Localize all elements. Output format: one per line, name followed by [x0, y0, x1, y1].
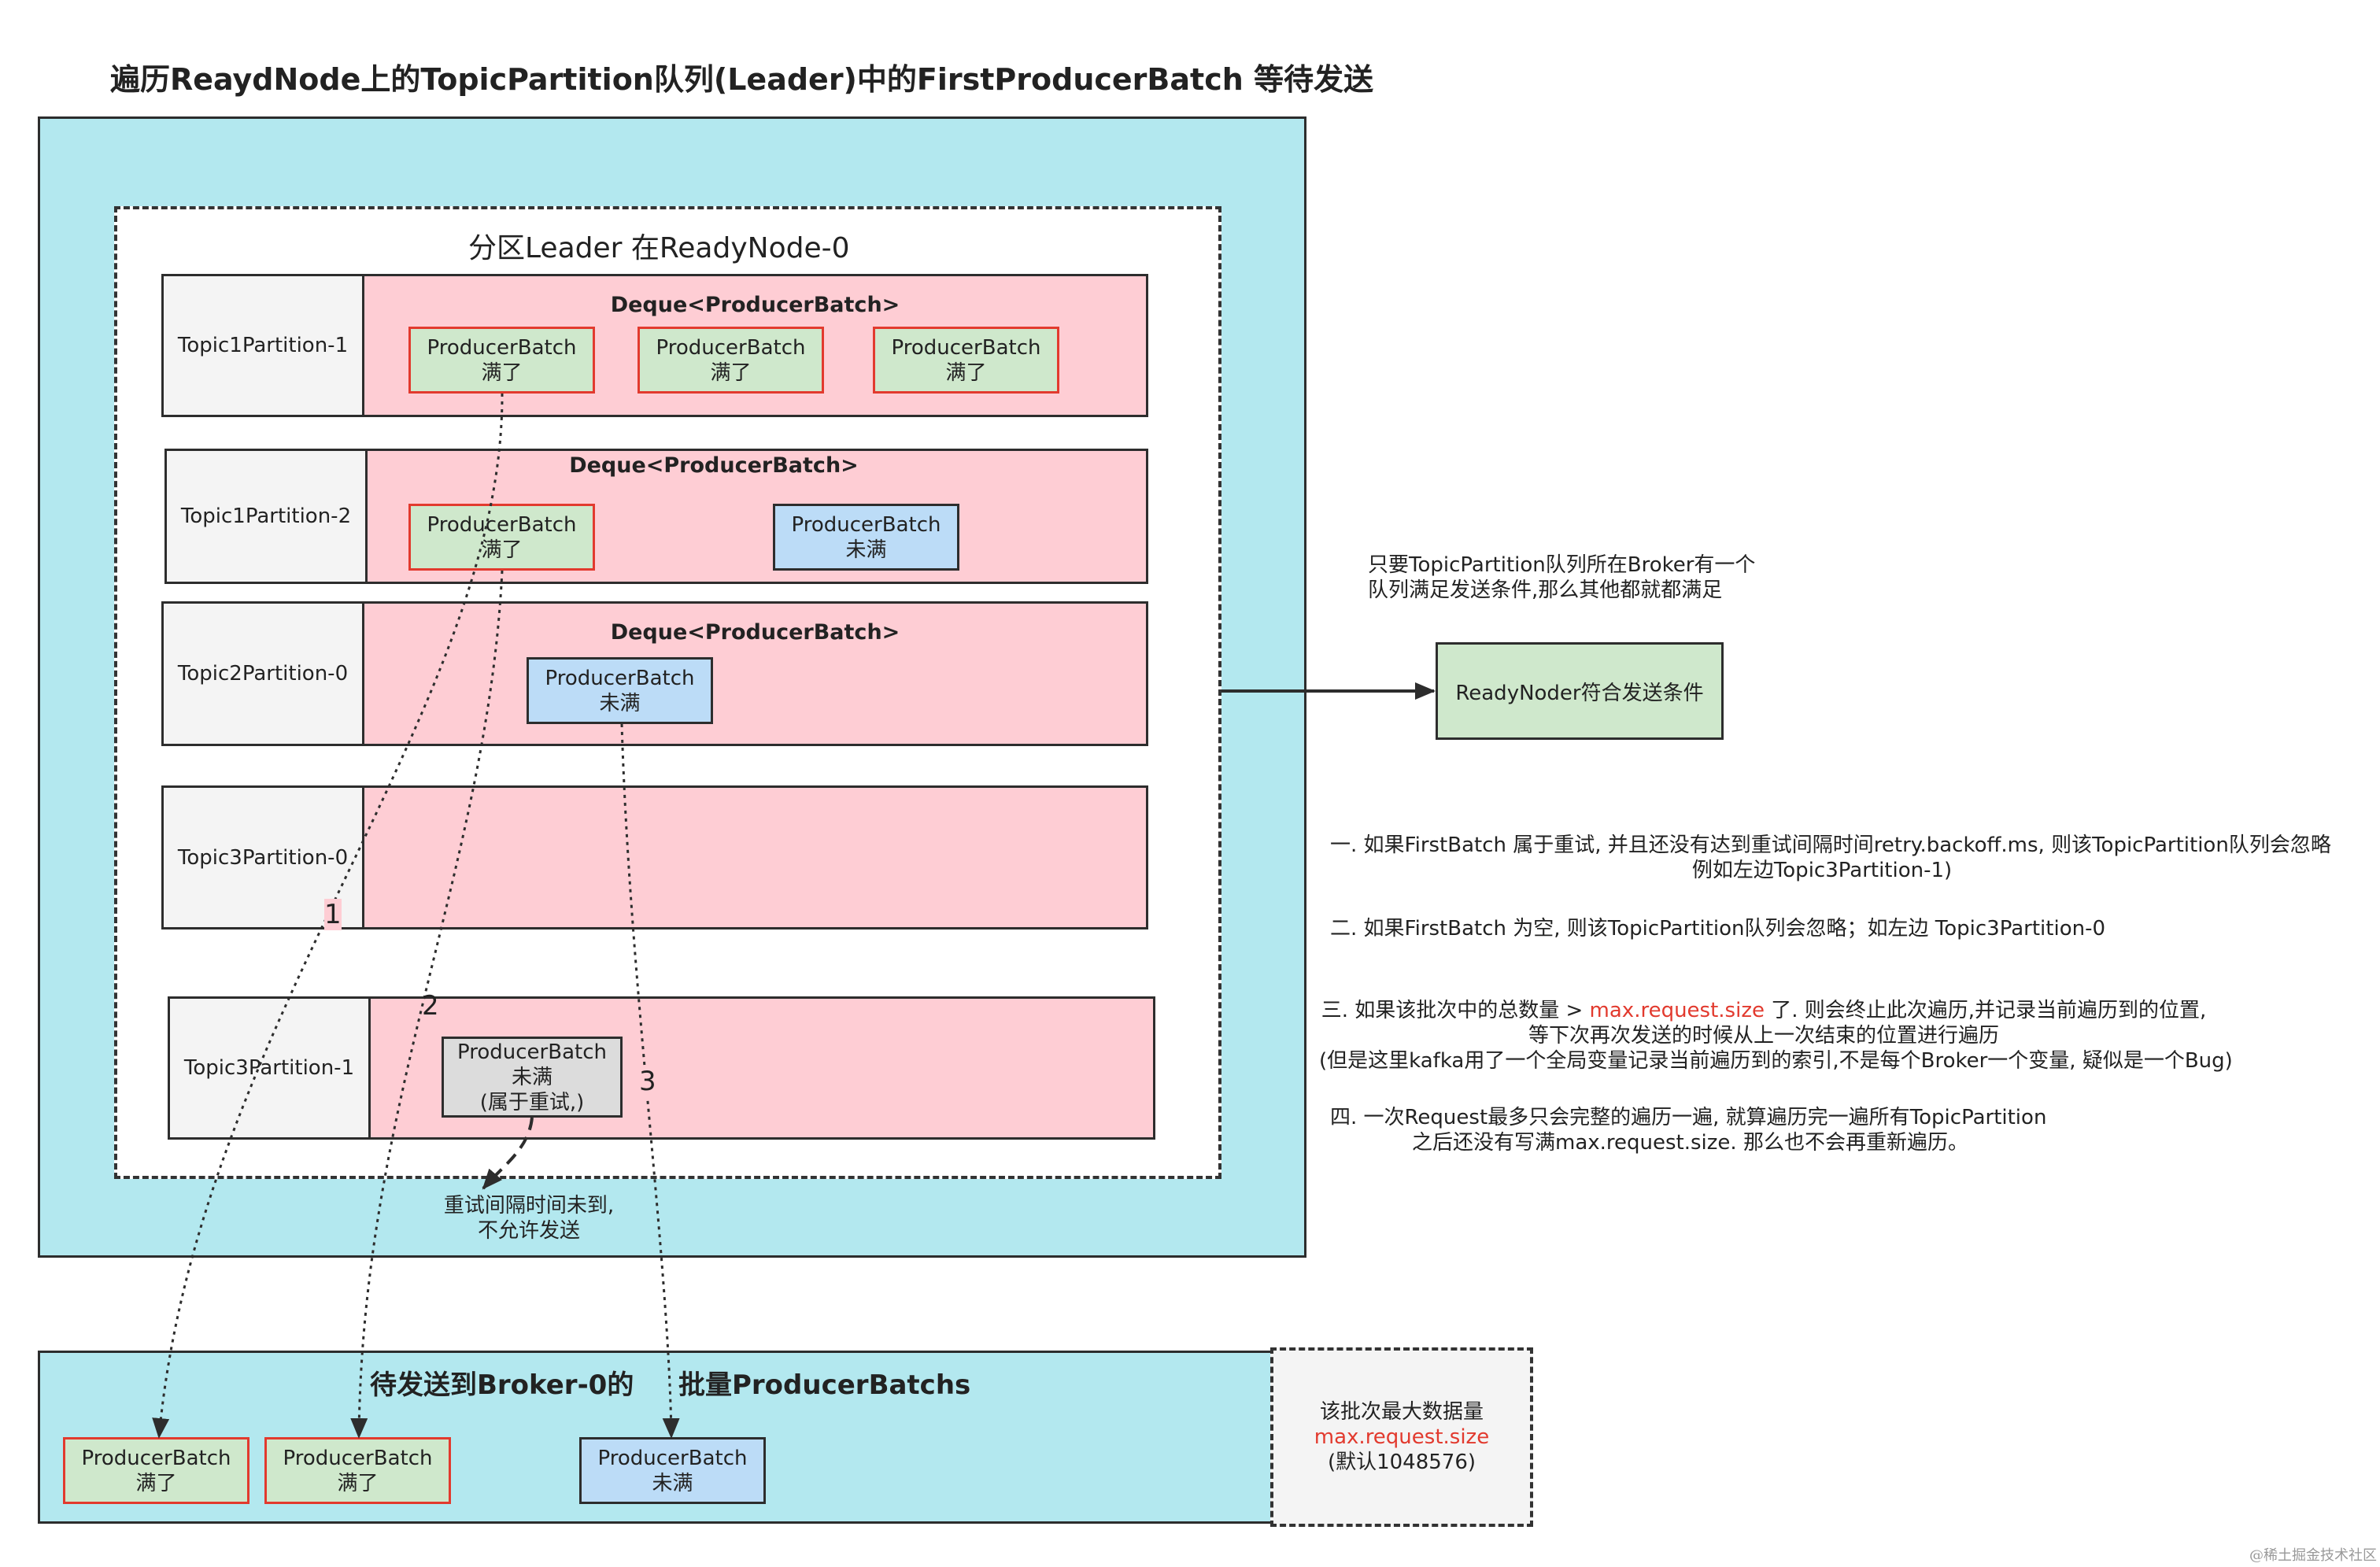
- path-number-1: 1: [324, 899, 342, 930]
- producer-batch-full: ProducerBatch 满了: [638, 327, 824, 394]
- path-number-3: 3: [639, 1066, 656, 1097]
- batch-name: ProducerBatch: [81, 1446, 231, 1470]
- partition-label: Topic3Partition-1: [168, 996, 371, 1140]
- partition-leader-title: 分区Leader 在ReadyNode-0: [468, 232, 850, 264]
- retry-note-line1: 重试间隔时间未到,: [443, 1194, 615, 1218]
- path-number-2: 2: [422, 990, 439, 1022]
- diagram-title: 遍历ReaydNode上的TopicPartition队列(Leader)中的F…: [110, 62, 1374, 97]
- max-request-size-box: 该批次最大数据量 max.request.size (默认1048576): [1270, 1347, 1533, 1527]
- batch-state: 满了: [337, 1471, 379, 1495]
- producer-batch-full: ProducerBatch 满了: [408, 327, 595, 394]
- batch-state: 满了: [945, 360, 987, 385]
- max-box-line1: 该批次最大数据量: [1319, 1400, 1484, 1424]
- producer-batch-not-full: ProducerBatch 未满: [773, 504, 959, 571]
- batch-state: 未满: [845, 538, 887, 562]
- rule-1-line1: 一. 如果FirstBatch 属于重试, 并且还没有达到重试间隔时间retry…: [1330, 833, 2331, 857]
- rule-3-line1-post: 了. 则会终止此次遍历,并记录当前遍历到的位置,: [1764, 999, 2207, 1022]
- rule-3-line1-pre: 三. 如果该批次中的总数量 >: [1321, 999, 1590, 1022]
- deque-label: Deque<ProducerBatch>: [569, 453, 859, 478]
- broker-condition-note: 只要TopicPartition队列所在Broker有一个 队列满足发送条件,那…: [1368, 553, 1755, 603]
- batch-state: 未满: [599, 691, 641, 715]
- batch-name: ProducerBatch: [597, 1446, 748, 1470]
- batch-name: ProducerBatch: [791, 512, 941, 537]
- rule-4: 四. 一次Request最多只会完整的遍历一遍, 就算遍历完一遍所有TopicP…: [1330, 1105, 2046, 1155]
- partition-label: Topic1Partition-2: [164, 449, 368, 584]
- broker-condition-line2: 队列满足发送条件,那么其他都就都满足: [1368, 578, 1723, 602]
- pending-batch-full: ProducerBatch 满了: [264, 1437, 451, 1504]
- rule-3: 三. 如果该批次中的总数量 > max.request.size 了. 则会终止…: [1319, 998, 2233, 1074]
- batch-name: ProducerBatch: [283, 1446, 433, 1470]
- batch-name: ProducerBatch: [427, 335, 577, 360]
- rule-2: 二. 如果FirstBatch 为空, 则该TopicPartition队列会忽…: [1330, 916, 2105, 941]
- rule-1-line2: 例如左边Topic3Partition-1): [1691, 859, 1953, 882]
- batch-state: 未满: [511, 1065, 552, 1089]
- pending-title-b: 批量ProducerBatchs: [678, 1369, 971, 1401]
- producer-batch-full: ProducerBatch 满了: [873, 327, 1059, 394]
- max-box-line2: max.request.size: [1314, 1425, 1490, 1449]
- retry-note: 重试间隔时间未到, 不允许发送: [403, 1193, 655, 1244]
- batch-name: ProducerBatch: [545, 666, 695, 690]
- batch-name: ProducerBatch: [427, 512, 577, 537]
- partition-label: Topic2Partition-0: [161, 601, 364, 746]
- rule-4-line2: 之后还没有写满max.request.size. 那么也不会再重新遍历。: [1412, 1131, 1968, 1155]
- batch-state: 满了: [135, 1471, 177, 1495]
- pending-title-a: 待发送到Broker-0的: [370, 1369, 634, 1401]
- batch-state: 满了: [481, 538, 523, 562]
- producer-batch-not-full: ProducerBatch 未满: [527, 657, 713, 724]
- partition-label: Topic1Partition-1: [161, 274, 364, 417]
- batch-state: 满了: [710, 360, 752, 385]
- dotted-path-1: [152, 393, 504, 1439]
- rule-3-line3: (但是这里kafka用了一个全局变量记录当前遍历到的索引,不是每个Broker一…: [1319, 1049, 2233, 1073]
- batch-retry-note: (属于重试,): [479, 1090, 585, 1114]
- producer-batch-retry: ProducerBatch 未满 (属于重试,): [442, 1037, 623, 1118]
- broker-condition-line1: 只要TopicPartition队列所在Broker有一个: [1368, 553, 1756, 577]
- retry-arrow: [482, 1117, 534, 1190]
- batch-name: ProducerBatch: [457, 1040, 607, 1064]
- producer-batch-full: ProducerBatch 满了: [408, 504, 595, 571]
- rule-1: 一. 如果FirstBatch 属于重试, 并且还没有达到重试间隔时间retry…: [1330, 833, 2331, 883]
- rule-4-line1: 四. 一次Request最多只会完整的遍历一遍, 就算遍历完一遍所有TopicP…: [1330, 1106, 2047, 1129]
- deque-label: Deque<ProducerBatch>: [610, 620, 900, 645]
- rule-3-line1-red: max.request.size: [1589, 999, 1765, 1022]
- deque-row-empty: [362, 785, 1148, 929]
- pending-batch-full: ProducerBatch 满了: [63, 1437, 249, 1504]
- batch-state: 满了: [481, 360, 523, 385]
- retry-note-line2: 不允许发送: [477, 1219, 580, 1243]
- batch-state: 未满: [652, 1471, 693, 1495]
- dotted-path-3: [620, 723, 680, 1439]
- ready-node-box: ReadyNoder符合发送条件: [1436, 642, 1724, 740]
- rule-2-line1: 二. 如果FirstBatch 为空, 则该TopicPartition队列会忽…: [1330, 917, 2106, 941]
- batch-name: ProducerBatch: [656, 335, 806, 360]
- dotted-path-2: [350, 570, 504, 1439]
- deque-label: Deque<ProducerBatch>: [610, 293, 900, 317]
- max-box-line3: (默认1048576): [1327, 1451, 1476, 1474]
- batch-name: ProducerBatch: [891, 335, 1041, 360]
- rule-3-line2: 等下次再次发送的时候从上一次结束的位置进行遍历: [1528, 1024, 1999, 1048]
- watermark: @稀土掘金技术社区: [2249, 1547, 2377, 1564]
